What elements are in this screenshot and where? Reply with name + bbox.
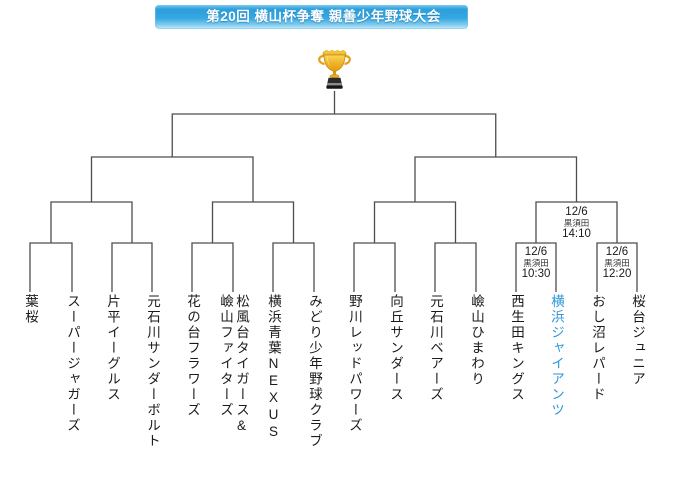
quarterfinal-4-connector	[535, 201, 618, 243]
final-connector	[171, 113, 497, 157]
round1-pair-3-connector	[191, 242, 234, 292]
match-venue: 黒須田	[523, 258, 549, 268]
round1-pair-8-connector	[596, 242, 638, 292]
match-note-round1-pair-7: 12/6 黒須田 10:30	[522, 246, 551, 281]
quarterfinal-3-connector	[373, 201, 457, 243]
match-time: 10:30	[521, 268, 551, 280]
semifinal-right-connector	[414, 156, 578, 202]
round1-pair-4-connector	[272, 242, 315, 292]
team-name-hazakura: 葉桜	[23, 294, 38, 325]
team-name-midori-baseball-club: みどり少年野球クラブ	[307, 294, 322, 449]
round1-pair-1-connector	[29, 242, 73, 292]
match-note-semifinal-right: 12/6 黒須田 14:10	[562, 206, 591, 241]
team-name-yokohama-giants: 横浜ジャイアンツ	[549, 294, 564, 418]
match-date: 12/6	[605, 246, 629, 258]
team-name-matsukazedai-tigers-kenzan-fighters: 松風台タイガース& 嶮山ファイターズ	[218, 294, 249, 435]
team-name-hananodai-flowers: 花の台フラワーズ	[185, 294, 200, 418]
team-name-super-jaguars: スーパージャガーズ	[65, 294, 80, 434]
match-venue: 黒須田	[563, 218, 590, 228]
round1-pair-2-connector	[111, 242, 153, 292]
team-name-oshinuma-leopard: おし沼レパード	[590, 294, 605, 403]
round1-pair-5-connector	[353, 242, 396, 292]
match-time: 14:10	[562, 228, 591, 240]
page-title: 第20回 横山杯争奪 親善少年野球大会	[206, 9, 441, 24]
quarterfinal-1-connector	[50, 201, 133, 243]
round1-pair-7-connector	[515, 242, 557, 292]
match-date: 12/6	[524, 246, 548, 258]
team-name-mukaigaoka-thunders: 向丘サンダース	[388, 294, 403, 403]
quarterfinal-2-connector	[211, 201, 295, 243]
team-name-nishiikuta-kings: 西生田キングス	[509, 294, 524, 403]
team-name-nogawa-red-powers: 野川レッドパワーズ	[347, 294, 362, 434]
team-name-motoishikawa-bears: 元石川ベアーズ	[428, 294, 443, 403]
header-banner: 第20回 横山杯争奪 親善少年野球大会	[155, 5, 468, 29]
match-venue: 黒須田	[604, 258, 630, 268]
team-name-kenzan-himawari: 嶮山ひまわり	[469, 294, 484, 387]
match-date: 12/6	[565, 206, 588, 218]
team-name-sakuradai-junior: 桜台ジュニア	[630, 294, 645, 387]
round1-pair-6-connector	[434, 242, 477, 292]
team-name-yokohama-aoba-nexus: 横浜青葉NEXUS	[266, 294, 281, 441]
match-note-round1-pair-8: 12/6 黒須田 12:20	[603, 246, 632, 281]
team-name-motoishikawa-thunderbolt: 元石川サンダーボルト	[145, 294, 160, 449]
team-name-katahira-eagles: 片平イーグルス	[105, 294, 120, 403]
semifinal-left-connector	[90, 156, 254, 202]
match-time: 12:20	[602, 268, 632, 280]
trophy-icon	[318, 50, 351, 89]
